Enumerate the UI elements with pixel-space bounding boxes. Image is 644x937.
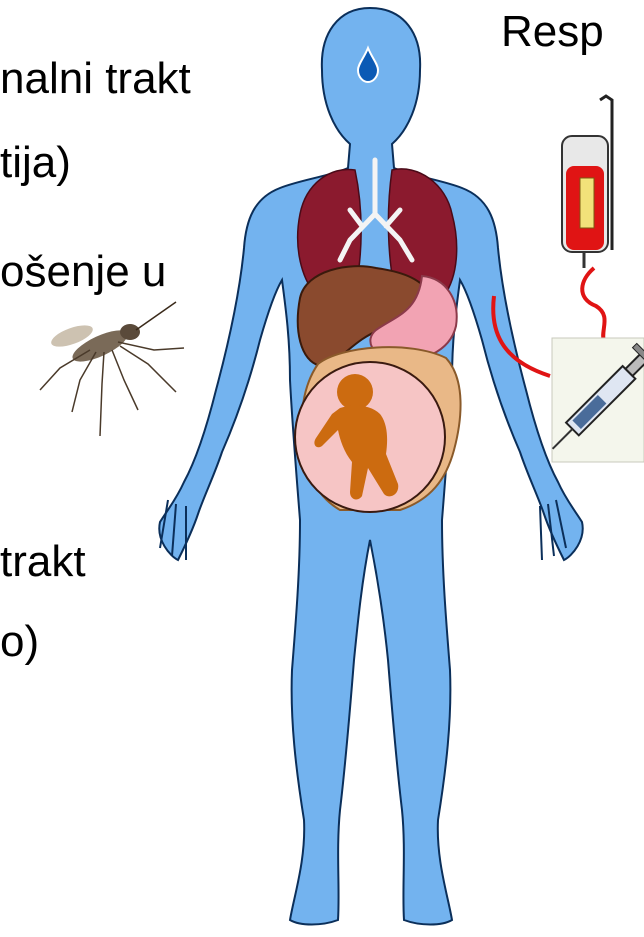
iv-tube [582, 268, 604, 342]
mosquito-icon [40, 302, 184, 436]
syringe-icon [542, 338, 644, 462]
blood-bag-icon [562, 96, 612, 268]
